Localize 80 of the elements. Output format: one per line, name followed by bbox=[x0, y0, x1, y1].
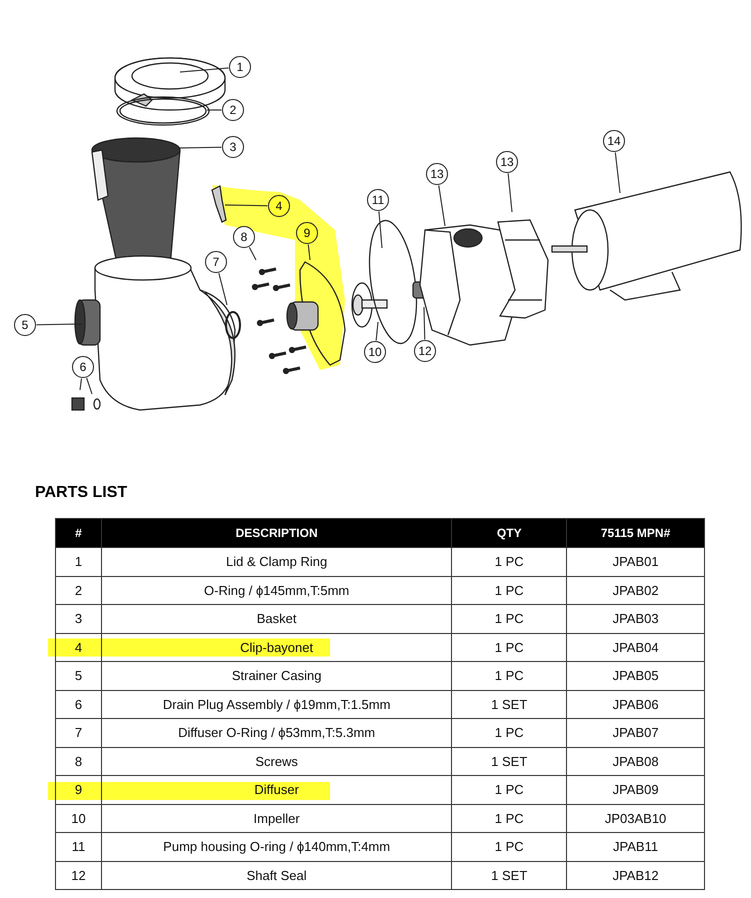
table-cell: JPAB07 bbox=[566, 718, 704, 747]
leader-line bbox=[424, 306, 426, 340]
leader-line bbox=[80, 378, 82, 390]
table-header-cell: DESCRIPTION bbox=[101, 518, 452, 548]
table-cell: 1 PC bbox=[452, 604, 567, 633]
leader-line bbox=[36, 324, 82, 326]
table-cell: JPAB09 bbox=[566, 776, 704, 804]
table-header-cell: QTY bbox=[452, 518, 567, 548]
callout-number: 5 bbox=[14, 314, 36, 336]
table-header-cell: 75115 MPN# bbox=[566, 518, 704, 548]
table-cell: Impeller bbox=[101, 804, 452, 832]
table-cell: 1 PC bbox=[452, 548, 567, 576]
table-cell: 1 SET bbox=[452, 747, 567, 776]
leader-line bbox=[178, 146, 222, 148]
table-cell: JPAB06 bbox=[566, 690, 704, 718]
callout-number: 3 bbox=[222, 136, 244, 158]
table-cell: Diffuser O-Ring / ϕ53mm,T:5.3mm bbox=[101, 718, 452, 747]
table-cell: Drain Plug Assembly / ϕ19mm,T:1.5mm bbox=[101, 690, 452, 718]
table-cell: 8 bbox=[56, 747, 102, 776]
table-cell: Diffuser bbox=[101, 776, 452, 804]
table-cell: 1 PC bbox=[452, 718, 567, 747]
table-cell: 1 PC bbox=[452, 633, 567, 662]
table-cell: Clip-bayonet bbox=[101, 633, 452, 662]
table-cell: 4 bbox=[56, 633, 102, 662]
leader-line bbox=[508, 172, 512, 212]
table-cell: Strainer Casing bbox=[101, 662, 452, 690]
table-cell: JPAB12 bbox=[566, 861, 704, 890]
callout-number: 12 bbox=[414, 340, 436, 362]
leader-line bbox=[180, 67, 230, 72]
leader-line bbox=[224, 204, 268, 206]
table-cell: 1 PC bbox=[452, 662, 567, 690]
table-cell: 11 bbox=[56, 832, 102, 861]
table-title: PARTS LIST bbox=[35, 484, 128, 502]
callout-number: 7 bbox=[205, 251, 227, 273]
table-cell: 3 bbox=[56, 604, 102, 633]
callout-number: 2 bbox=[222, 99, 244, 121]
leader-line bbox=[218, 272, 228, 306]
table-cell: 10 bbox=[56, 804, 102, 832]
callout-number: 6 bbox=[72, 356, 94, 378]
table-cell: 1 SET bbox=[452, 861, 567, 890]
table-cell: Screws bbox=[101, 747, 452, 776]
callout-number: 11 bbox=[367, 189, 389, 211]
table-cell: JP03AB10 bbox=[566, 804, 704, 832]
table-cell: 6 bbox=[56, 690, 102, 718]
table-cell: 5 bbox=[56, 662, 102, 690]
table-cell: JPAB04 bbox=[566, 633, 704, 662]
table-cell: Basket bbox=[101, 604, 452, 633]
leader-line bbox=[438, 184, 446, 226]
table-cell: 1 PC bbox=[452, 804, 567, 832]
table-cell: Pump housing O-ring / ϕ140mm,T:4mm bbox=[101, 832, 452, 861]
table-cell: 1 bbox=[56, 548, 102, 576]
table-cell: O-Ring / ϕ145mm,T:5mm bbox=[101, 576, 452, 604]
leader-line bbox=[248, 246, 256, 260]
table-cell: Shaft Seal bbox=[101, 861, 452, 890]
callout-number: 1 bbox=[229, 56, 251, 78]
callout-number: 14 bbox=[603, 130, 625, 152]
table-cell: 1 PC bbox=[452, 576, 567, 604]
table-cell: 1 PC bbox=[452, 832, 567, 861]
table-cell: 2 bbox=[56, 576, 102, 604]
callout-number: 13 bbox=[426, 163, 448, 185]
leader-line bbox=[308, 244, 310, 260]
table-header-cell: # bbox=[56, 518, 102, 548]
table-cell: Lid & Clamp Ring bbox=[101, 548, 452, 576]
callout-number: 13 bbox=[496, 151, 518, 173]
callout-number: 10 bbox=[364, 341, 386, 363]
table-cell: 12 bbox=[56, 861, 102, 890]
table-cell: JPAB08 bbox=[566, 747, 704, 776]
table-cell: JPAB01 bbox=[566, 548, 704, 576]
table-cell: JPAB02 bbox=[566, 576, 704, 604]
table-cell: 1 SET bbox=[452, 690, 567, 718]
table-cell: JPAB03 bbox=[566, 604, 704, 633]
table-cell: 1 PC bbox=[452, 776, 567, 804]
callout-number: 8 bbox=[233, 226, 255, 248]
leader-line bbox=[614, 152, 620, 194]
leader-line bbox=[86, 377, 92, 394]
table-cell: JPAB11 bbox=[566, 832, 704, 861]
table-cell: 7 bbox=[56, 718, 102, 747]
leader-line bbox=[376, 322, 378, 342]
table-cell: JPAB05 bbox=[566, 662, 704, 690]
table-cell: 9 bbox=[56, 776, 102, 804]
